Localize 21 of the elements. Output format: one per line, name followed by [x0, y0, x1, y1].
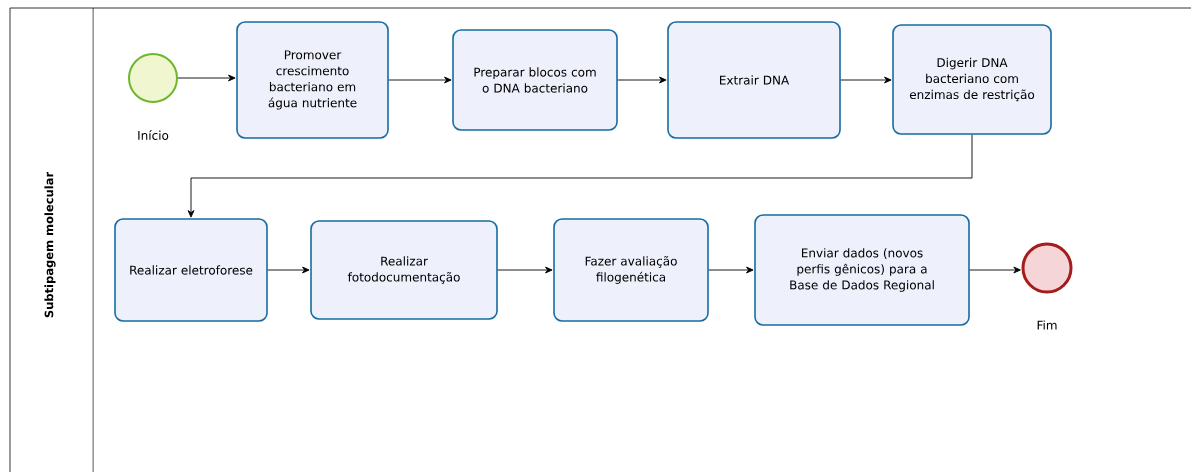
- task-box: Fazer avaliação filogenética: [553, 218, 709, 322]
- arrow: [708, 266, 754, 274]
- task-box: Realizar fotodocumentação: [310, 220, 498, 320]
- task-box: Enviar dados (novos perfis gênicos) para a Base de Dados Regional: [754, 214, 970, 326]
- task-box: Extrair DNA: [667, 21, 841, 139]
- task-box: Digerir DNA bacteriano com enzimas de restrição: [892, 24, 1052, 135]
- arrow: [267, 266, 310, 274]
- arrow: [177, 74, 236, 82]
- arrow: [617, 76, 667, 84]
- task-box: Realizar eletroforese: [114, 218, 268, 322]
- event-label: Início: [138, 130, 169, 140]
- arrow: [388, 76, 452, 84]
- arrow: [840, 76, 892, 84]
- arrow: [497, 266, 553, 274]
- arrow: [187, 134, 973, 218]
- end-event: [1021, 242, 1073, 294]
- arrow: [969, 266, 1021, 274]
- start-event: [128, 53, 178, 103]
- event-label: Fim: [1037, 320, 1057, 330]
- task-box: Preparar blocos com o DNA bacteriano: [452, 29, 618, 131]
- task-box: Promover crescimento bacteriano em água nutriente: [236, 21, 389, 139]
